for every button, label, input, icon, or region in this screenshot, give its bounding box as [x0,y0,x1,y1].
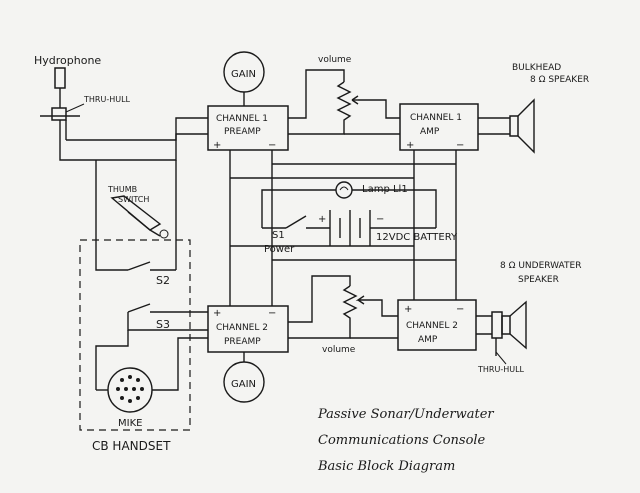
lamp-label: Lamp Ll1 [362,184,408,195]
cb-handset-label: CB HANDSET [92,439,171,453]
s3-label: S3 [156,318,170,331]
ch2-amp-label-1: CHANNEL 2 [406,321,458,331]
underwater-speaker-icon [491,300,527,356]
ch2-preamp-plus: + [213,308,221,319]
thumb-switch-label-2: SWITCH [118,195,149,204]
power-label: Power [264,244,295,255]
hydrophone-label: Hydrophone [34,54,101,67]
ch1-preamp-minus: − [268,140,276,151]
channel-1-preamp [207,105,289,151]
underwater-label-1: 8 Ω UNDERWATER [500,261,581,271]
thru-hull-bottom-label: THRU-HULL [477,365,525,374]
battery-icon [329,210,371,246]
bulkhead-label-1: BULKHEAD [512,63,561,73]
underwater-label-2: SPEAKER [518,275,559,285]
battery-label: 12VDC BATTERY [376,232,458,243]
bulkhead-label-2: 8 Ω SPEAKER [530,75,589,85]
title-line-3: Basic Block Diagram [317,459,455,474]
channel-2-amp [397,299,477,351]
ch2-amp-minus: − [456,304,464,315]
ch1-preamp-label-2: PREAMP [224,127,261,137]
ch1-preamp-label-1: CHANNEL 1 [216,114,268,124]
thumb-switch-label-1: THUMB [107,185,137,194]
thru-hull-top-label: THRU-HULL [83,95,131,104]
ch1-preamp-plus: + [213,140,221,151]
ch1-amp-minus: − [456,140,464,151]
bulkhead-speaker-icon [509,98,535,154]
mike-icon [107,367,153,413]
volume-bottom-label: volume [322,345,356,355]
channel-2-preamp [207,305,289,353]
cb-handset-outline [79,239,191,431]
channel-1-amp [399,103,479,151]
ch2-preamp-label-2: PREAMP [224,337,261,347]
hydrophone [40,67,80,140]
ch2-amp-plus: + [404,304,412,315]
s2-label: S2 [156,274,170,287]
thumb-switch [110,160,177,239]
battery-plus: + [318,214,326,225]
s1-label: S1 [272,230,285,241]
battery-minus: − [376,214,384,225]
mike-label: MIKE [118,418,142,429]
ch1-amp-label-2: AMP [420,127,440,137]
ch2-preamp-label-1: CHANNEL 2 [216,323,268,333]
ch1-amp-plus: + [406,140,414,151]
ch2-amp-label-2: AMP [418,335,438,345]
ch1-amp-label-1: CHANNEL 1 [410,113,462,123]
gain-bottom-label: GAIN [231,379,256,390]
volume-top-label: volume [318,55,352,65]
lamp-icon [335,181,353,199]
ch2-preamp-minus: − [268,308,276,319]
title-line-2: Communications Console [318,433,486,448]
gain-top-label: GAIN [231,69,256,80]
title-line-1: Passive Sonar/Underwater [317,407,494,422]
